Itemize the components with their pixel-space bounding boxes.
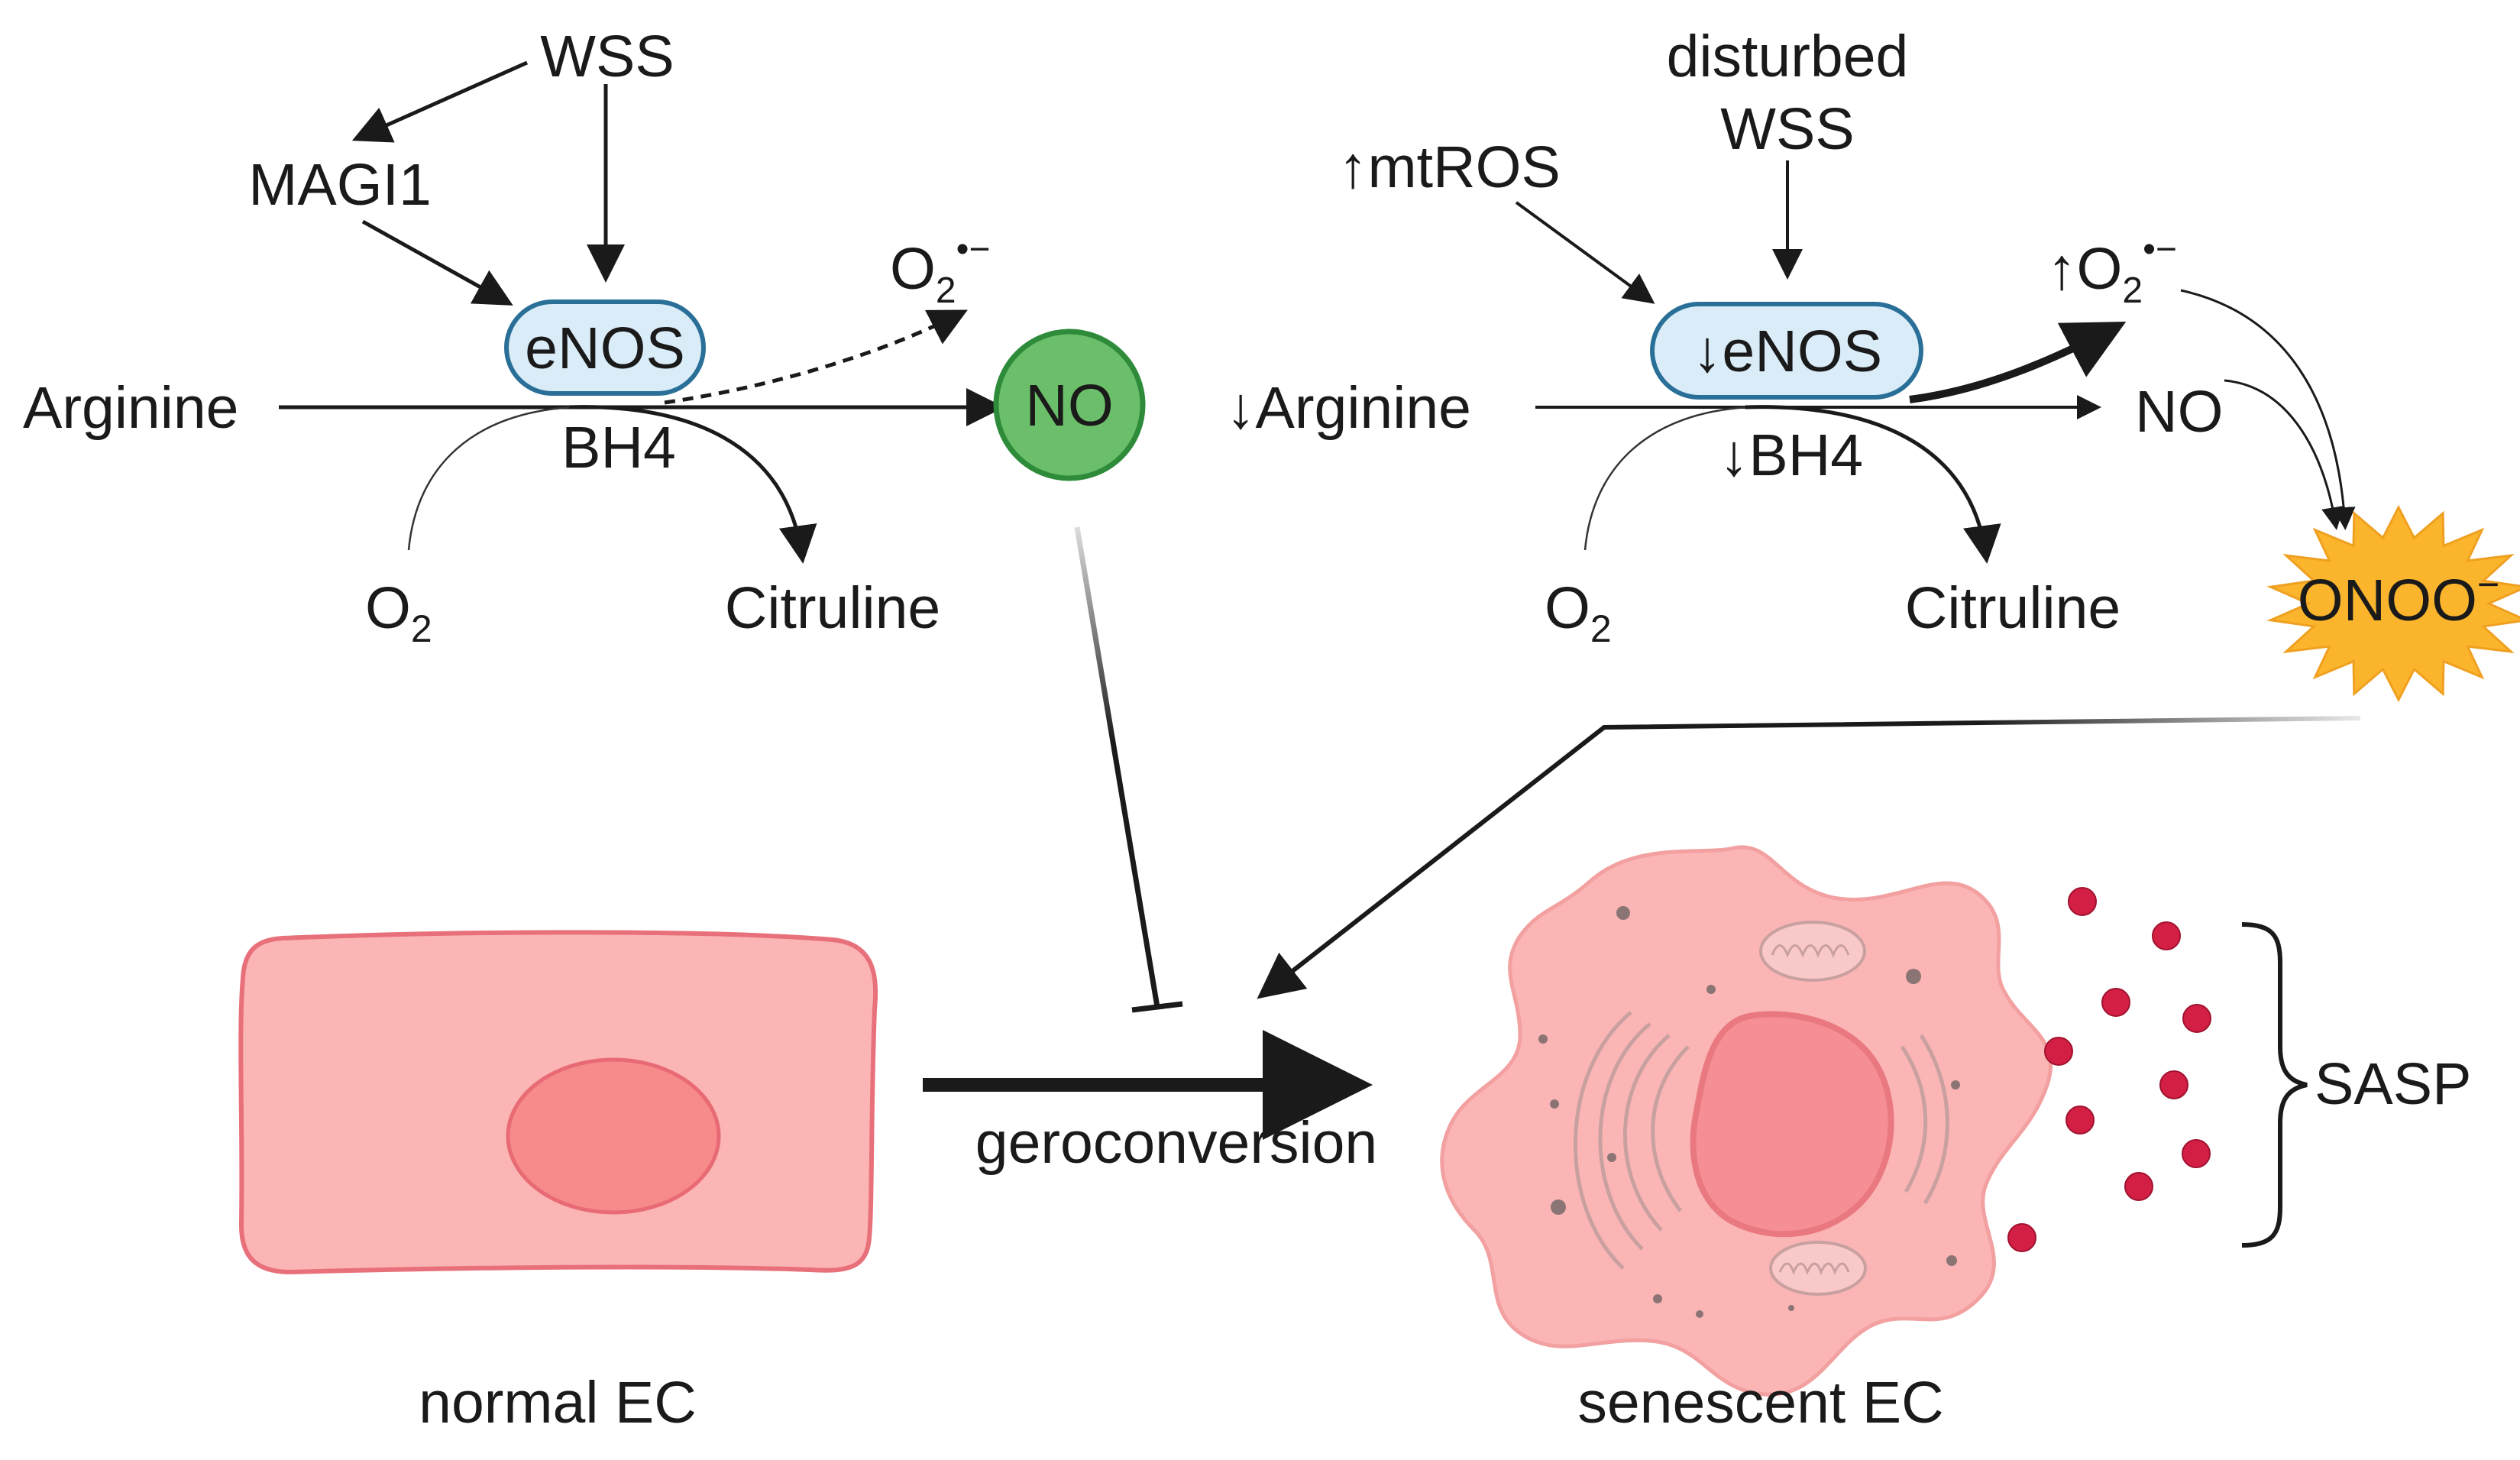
er-arc-4	[1651, 1045, 1690, 1212]
arrow-superoxide-to-onoo	[2180, 289, 2356, 530]
senescent-ec: senescent EC	[1440, 845, 2053, 1436]
arrow-wss-to-magi1	[351, 60, 529, 143]
disturbed-wss-label-line1: disturbed	[1667, 24, 1909, 89]
curve-o2-in	[407, 406, 574, 551]
arginine-label-right: ↓Arginine	[1226, 375, 1471, 441]
bh4-label-right: ↓BH4	[1719, 422, 1863, 488]
geroconversion-label: geroconversion	[975, 1110, 1377, 1176]
er-arc-1	[1623, 1034, 1671, 1232]
bh4-label: BH4	[561, 415, 676, 481]
onoo-activation-line	[1257, 716, 2361, 999]
er-arc-2	[1598, 1022, 1651, 1251]
arrow-no-to-onoo	[2224, 379, 2344, 530]
curve-o2-in-right	[1583, 406, 1750, 551]
no-node	[993, 329, 1146, 481]
mitochondrion-bottom	[1769, 1241, 1867, 1296]
magi1-label: MAGI1	[248, 152, 432, 218]
superoxide-label: O2•−	[890, 229, 990, 311]
er-arc-3	[1573, 1011, 1632, 1270]
sasp: SASP	[2007, 887, 2471, 1252]
arrow-to-citruline	[568, 405, 817, 564]
no-inhibition-line	[1074, 526, 1160, 1008]
no-label-right: NO	[2135, 379, 2224, 445]
mitochondrion-top	[1759, 921, 1866, 982]
sasp-brace	[2241, 922, 2308, 1248]
normal-ec-label: normal EC	[419, 1370, 697, 1436]
sasp-label: SASP	[2315, 1051, 2471, 1117]
o2-label-right: O2	[1545, 575, 1612, 650]
normal-cell-nucleus	[506, 1057, 721, 1215]
enos-node-right	[1650, 302, 1923, 400]
connectors: geroconversion	[923, 526, 2361, 1176]
enos-label-right: ↓eNOS	[1693, 319, 1882, 384]
disturbed-wss-label-line2: WSS	[1720, 96, 1854, 162]
normal-ec: normal EC	[238, 930, 878, 1436]
inhibition-bar	[1131, 1001, 1183, 1013]
arrow-enos-to-superoxide	[664, 309, 968, 405]
arrow-magi1-to-enos	[361, 219, 513, 306]
senescent-nucleus	[1690, 1011, 1894, 1238]
right-pathway: ↓eNOS ONOO− disturbed WSS ↑mtROS ↑O2•− ↓…	[1226, 24, 2520, 703]
arrow-mtros-to-enos	[1515, 201, 1655, 304]
superoxide-label-right: ↑O2•−	[2047, 229, 2177, 311]
citruline-label: Citruline	[725, 575, 940, 641]
wss-label: WSS	[540, 24, 674, 89]
left-pathway: eNOS NO WSS MAGI1 O2•− Arginine BH4 O2 C…	[23, 24, 1146, 650]
no-label: NO	[1025, 373, 1114, 439]
arginine-label: Arginine	[23, 375, 239, 441]
onoo-label: ONOO−	[2298, 563, 2500, 633]
enos-label: eNOS	[525, 316, 685, 381]
enos-node	[504, 299, 706, 396]
senescent-ec-label: senescent EC	[1577, 1370, 1943, 1436]
onoo-burst	[2266, 504, 2520, 703]
arrow-to-citruline-right	[1745, 405, 2001, 564]
golgi-arc-2	[1919, 1034, 1949, 1205]
citruline-label-right: Citruline	[1905, 575, 2120, 641]
o2-label: O2	[365, 575, 432, 650]
golgi-arc-1	[1900, 1045, 1928, 1193]
granules	[1538, 906, 1960, 1318]
arrow-enos-to-superoxide-right	[1909, 322, 2127, 403]
mtros-label: ↑mtROS	[1338, 134, 1561, 200]
sasp-dots	[2007, 887, 2211, 1252]
